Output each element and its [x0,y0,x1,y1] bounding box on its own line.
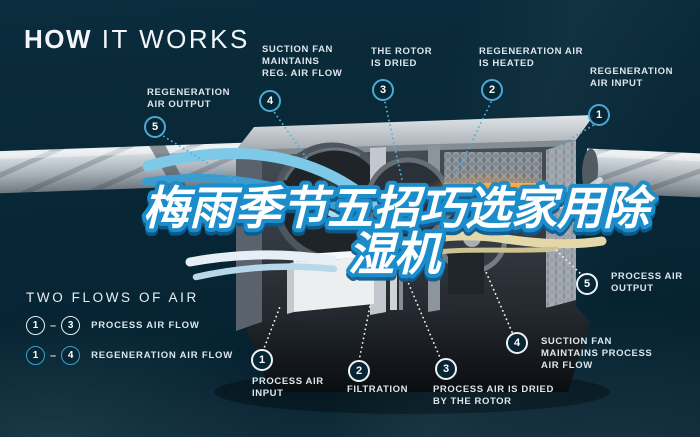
step-badge-process-2: 2 [348,360,370,382]
step-badge-process-1: 1 [251,349,273,371]
legend-range-dash: – [50,349,57,362]
legend-range-dash: – [50,319,57,332]
step-badge-process-4: 4 [506,332,528,354]
regeneration-ribbon-blue-3 [233,200,355,229]
regeneration-ribbon-blue-2 [142,174,398,244]
callout-label-process-air-input: PROCESS AIR INPUT [252,376,324,399]
legend-label-process: PROCESS AIR FLOW [91,320,200,331]
process-leader-lines [262,247,584,362]
legend-badge-process-to: 3 [61,316,81,335]
regeneration-output-ribbon [185,250,337,267]
callout-label-filtration: FILTRATION [347,384,409,395]
legend-row-process: 1 – 3 PROCESS AIR FLOW [26,316,233,335]
page-title-light: IT WORKS [92,24,250,54]
legend-label-regeneration: REGENERATION AIR FLOW [91,350,234,361]
callout-label-suction-fan-process: SUCTION FAN MAINTAINS PROCESS AIR FLOW [541,336,653,371]
legend-two-flows: TWO FLOWS OF AIR 1 – 3 PROCESS AIR FLOW … [26,290,233,365]
callout-label-rotor-dried: THE ROTOR IS DRIED [371,46,433,69]
callout-label-process-air-dried: PROCESS AIR IS DRIED BY THE ROTOR [433,384,554,407]
callout-label-process-air-output: PROCESS AIR OUTPUT [611,271,683,294]
step-badge-process-3: 3 [435,358,457,380]
callout-label-reg-air-input: REGENERATION AIR INPUT [590,66,674,89]
step-badge-regeneration-2: 2 [481,79,503,101]
legend-badge-process-from: 1 [26,316,45,335]
process-ribbon-tan-2 [435,246,559,255]
step-badge-regeneration-3: 3 [372,79,394,101]
legend-row-regeneration: 1 – 4 REGENERATION AIR FLOW [26,346,233,365]
page-title: HOW IT WORKS [24,24,250,55]
callout-label-regeneration-air-output: REGENERATION AIR OUTPUT [147,87,231,110]
regeneration-output-ribbon-2 [192,263,338,281]
right-duct [582,148,700,198]
legend-badge-regeneration-to: 4 [61,346,81,365]
callout-label-suction-fan-reg: SUCTION FAN MAINTAINS REG. AIR FLOW [262,44,343,79]
step-badge-regeneration-1: 1 [588,104,610,126]
regeneration-input-ribbon [549,177,603,213]
step-badge-process-5: 5 [576,273,598,295]
legend-title: TWO FLOWS OF AIR [26,290,199,305]
process-ribbon-tan [385,231,607,252]
step-badge-regeneration-5: 5 [144,116,166,138]
step-badge-regeneration-4: 4 [259,90,281,112]
page-title-bold: HOW [24,24,93,54]
leader-lines [159,97,598,362]
callout-label-reg-air-heated: REGENERATION AIR IS HEATED [479,46,584,69]
regeneration-leader-lines [159,97,598,183]
legend-badge-regeneration-from: 1 [26,346,45,365]
